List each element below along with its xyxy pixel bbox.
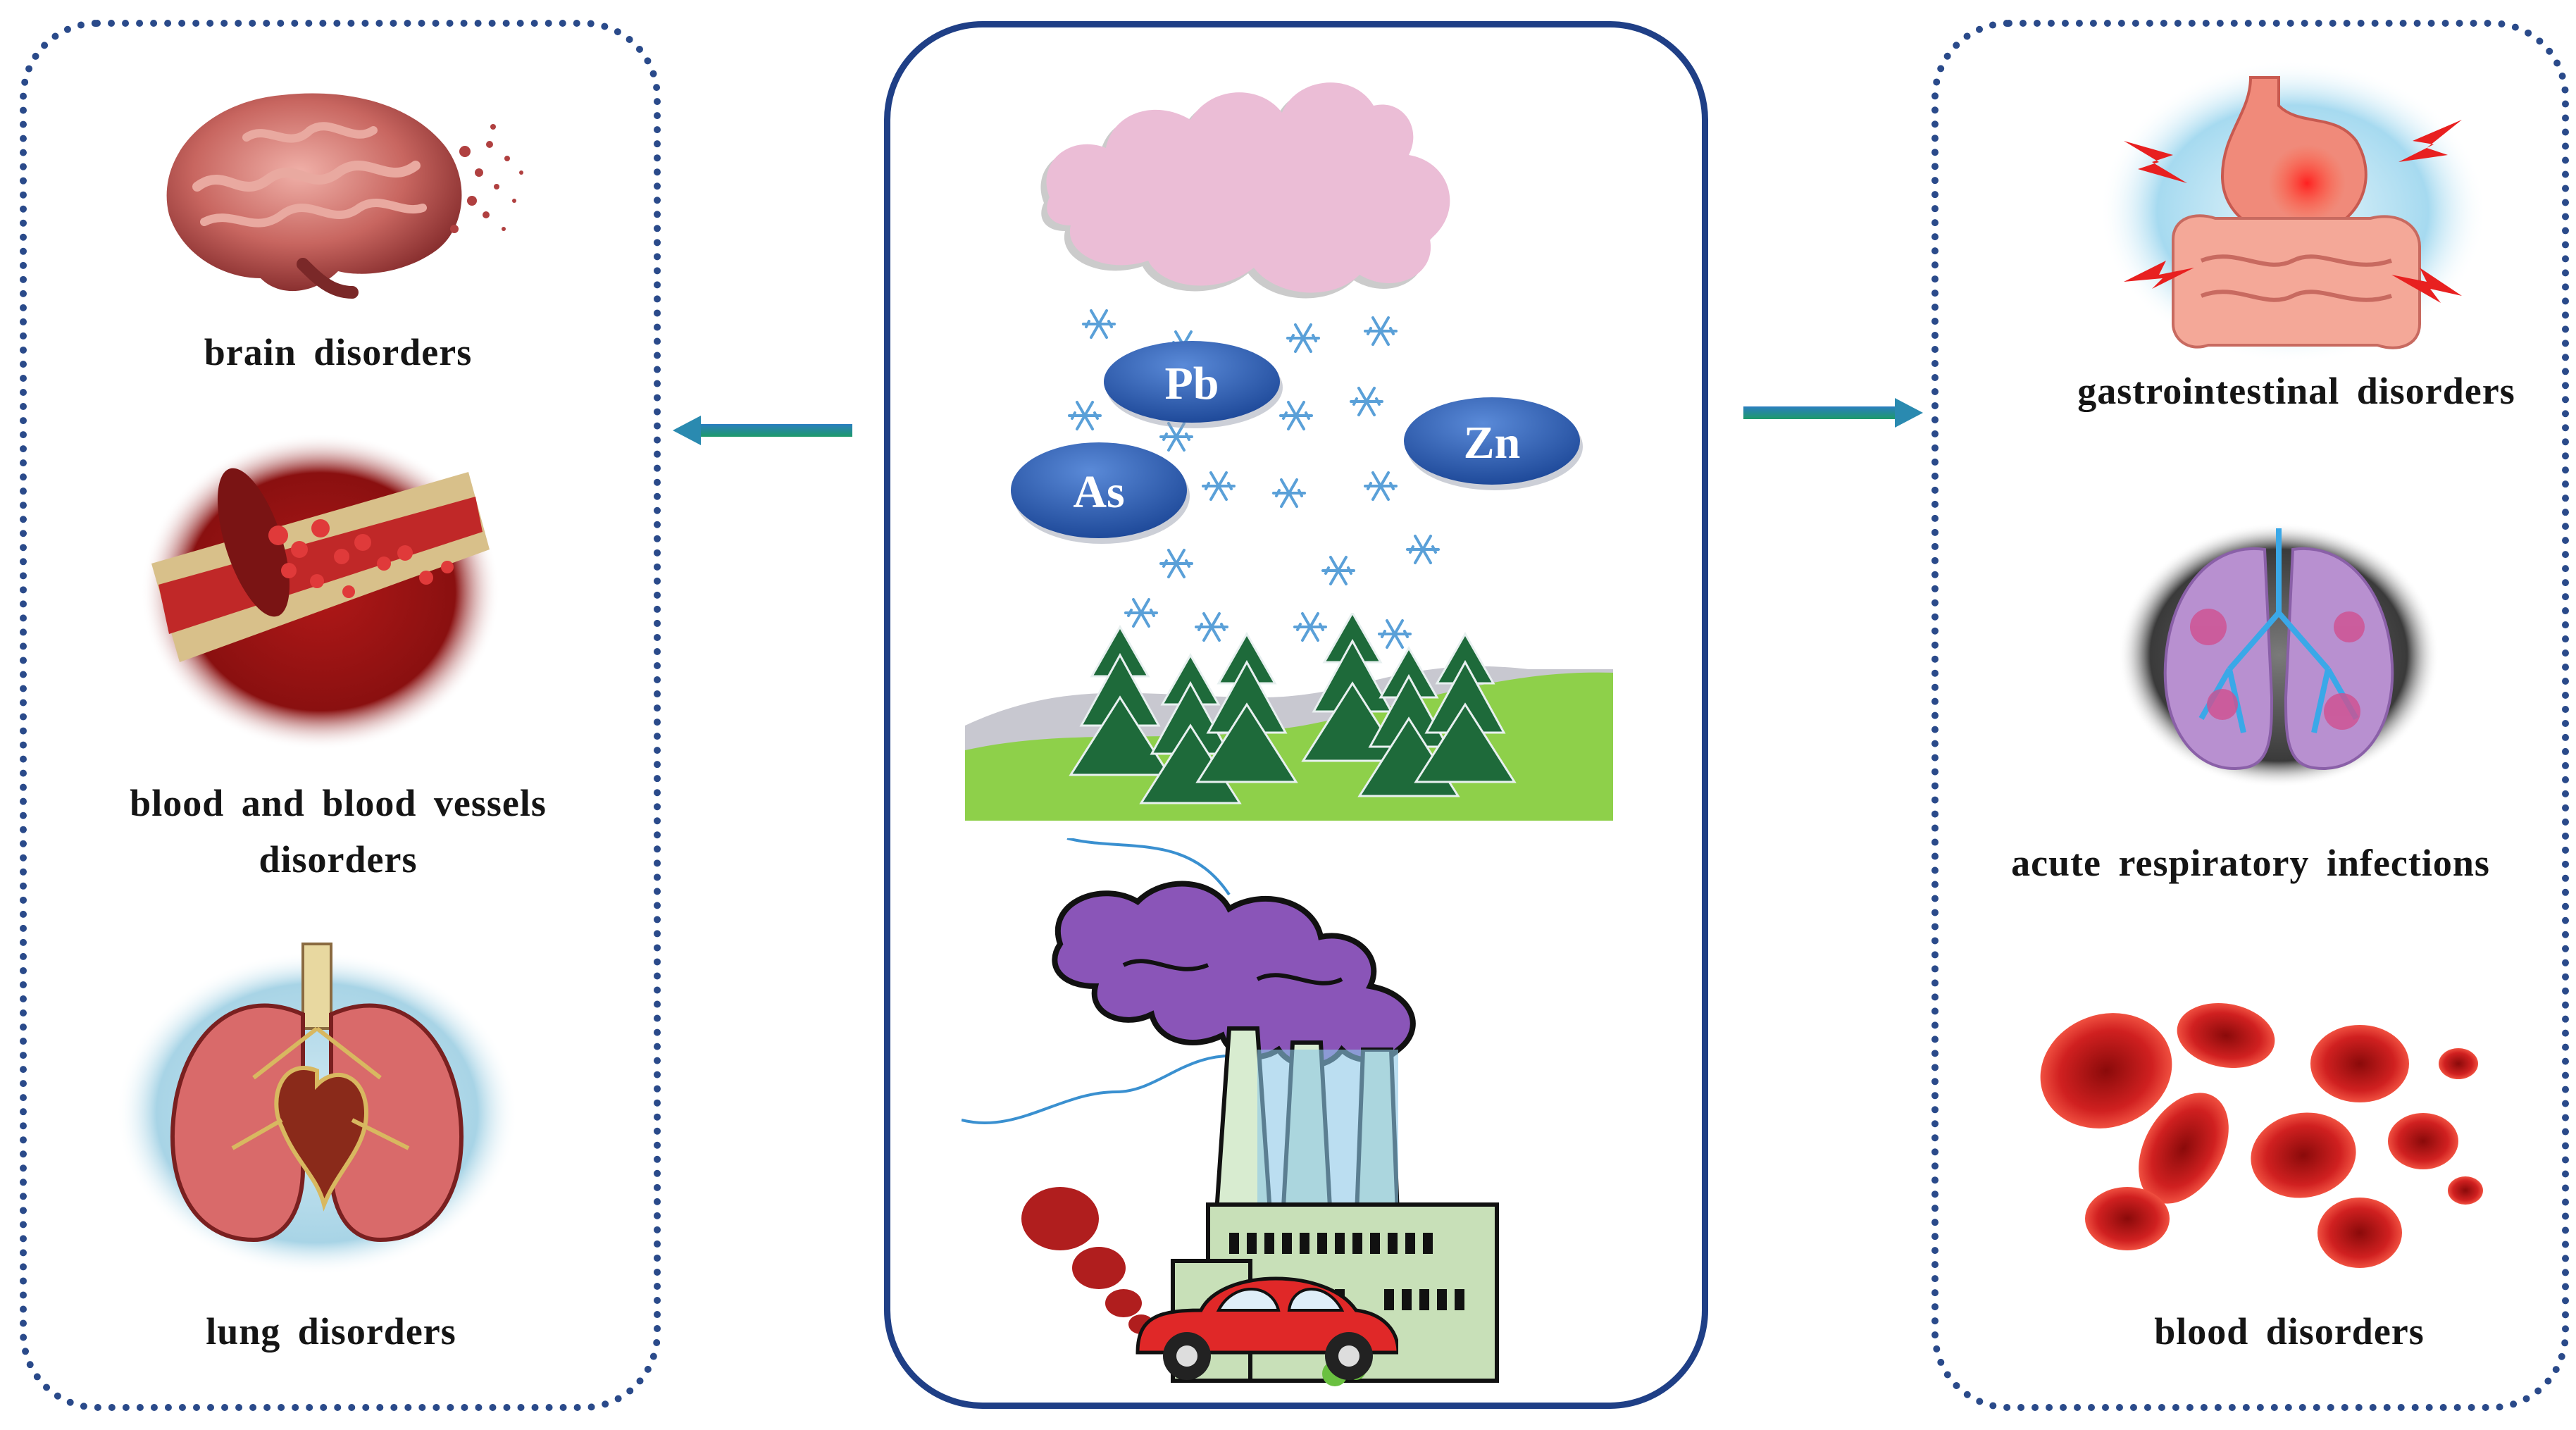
metal-ellipses: Pb Zn As [1011,341,1583,544]
infected-lungs-icon [2118,523,2439,788]
exhaust-puffs [1021,1187,1154,1334]
metal-zn: Zn [1404,397,1583,490]
blood-disorders-label: blood disorders [2154,1310,2425,1353]
acute-respiratory-infections-label: acute respiratory infections [2011,842,2490,884]
metal-pb: Pb [1104,341,1283,428]
metal-zn-label: Zn [1464,417,1521,468]
stomach-icon [2099,60,2487,363]
pollution-cloud-icon [1040,82,1450,299]
metal-as-label: As [1073,466,1124,518]
gastrointestinal-disorders-label: gastrointestinal disorders [2077,370,2515,412]
metal-as: As [1011,442,1190,544]
center-panel [884,21,1708,1409]
arrow-right-icon [1743,398,1923,428]
red-blood-cells-icon [2040,1003,2483,1268]
lungs-heart-icon [116,943,518,1275]
car-exhaust-icon [1021,1187,1398,1380]
left-panel [20,20,661,1411]
lung-disorders-label: lung disorders [206,1310,456,1353]
pine-forest-icon [965,613,1613,821]
brain-icon [166,93,523,299]
metal-pb-label: Pb [1164,358,1219,409]
brain-disorders-label: brain disorders [204,331,473,373]
blood-vessel-icon [141,433,500,750]
blood-vessels-label-line2: disorders [259,838,418,881]
blood-vessels-label-line1: blood and blood vessels [130,782,547,824]
arrow-left-icon [673,416,852,445]
right-panel [1931,20,2569,1411]
